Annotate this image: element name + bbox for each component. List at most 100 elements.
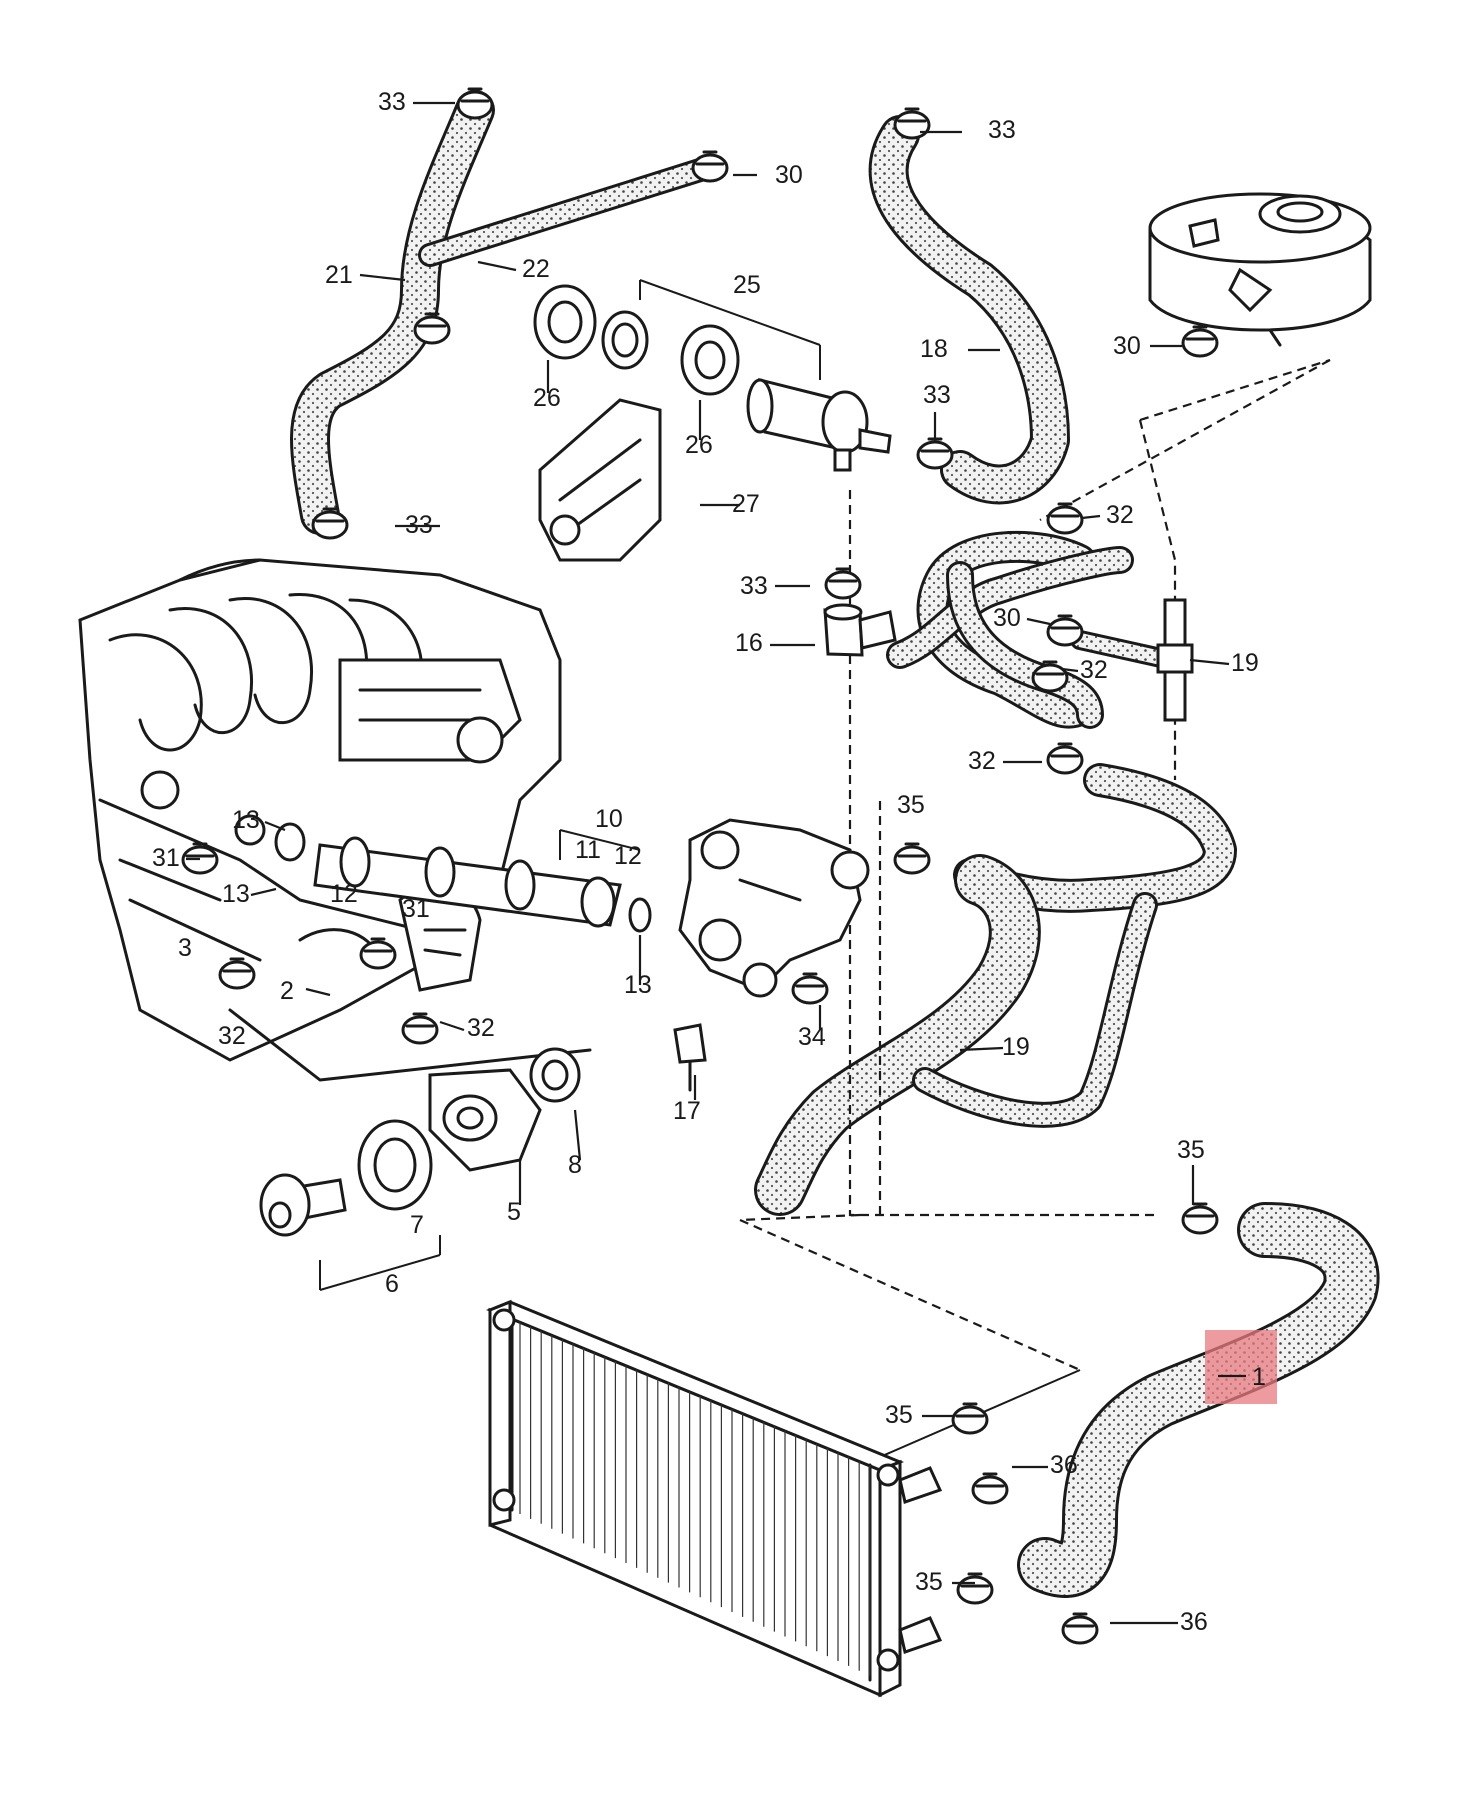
label-34: 34 bbox=[798, 1023, 826, 1051]
label-33-top-left: 33 bbox=[378, 88, 406, 116]
clamp-20 bbox=[956, 1572, 994, 1605]
label-19-lower: 19 bbox=[1002, 1033, 1030, 1061]
radiator bbox=[486, 1299, 943, 1698]
hose-30-branch bbox=[421, 161, 709, 264]
clamp-21 bbox=[1061, 1612, 1099, 1645]
clamp-10 bbox=[1046, 742, 1084, 775]
label-16: 16 bbox=[735, 629, 763, 657]
label-31-engine: 31 bbox=[402, 895, 430, 923]
label-25: 25 bbox=[733, 271, 761, 299]
label-32-mid: 32 bbox=[1080, 656, 1108, 684]
small-fittings bbox=[673, 603, 897, 1092]
clamp-14 bbox=[218, 957, 256, 990]
part-labels: 33 30 33 21 22 25 18 30 26 26 33 27 33 3… bbox=[152, 88, 1266, 1636]
leader-14 bbox=[1061, 667, 1079, 673]
clamp-4 bbox=[413, 312, 451, 345]
clamp-22 bbox=[1181, 325, 1219, 358]
clamp-3 bbox=[311, 507, 349, 540]
clamp-17 bbox=[1181, 1202, 1219, 1235]
t-connector bbox=[1156, 598, 1194, 722]
label-8: 8 bbox=[568, 1151, 582, 1179]
oil-cooler-parts bbox=[259, 1047, 581, 1237]
label-33-center: 33 bbox=[740, 572, 768, 600]
label-32-left: 32 bbox=[218, 1022, 246, 1050]
leader-4 bbox=[477, 260, 517, 272]
label-30-tank: 30 bbox=[1113, 332, 1141, 360]
clamp-7 bbox=[1046, 502, 1084, 535]
label-12-engine: 12 bbox=[330, 880, 358, 908]
leader-29 bbox=[573, 1109, 582, 1161]
hose-19 bbox=[757, 857, 1038, 1213]
label-19-right: 19 bbox=[1231, 649, 1259, 677]
hose-32-mid bbox=[949, 564, 1101, 726]
leader-16 bbox=[264, 820, 286, 832]
leader-21 bbox=[959, 1046, 1004, 1052]
thermostat-housing bbox=[678, 818, 870, 998]
label-22: 22 bbox=[522, 255, 550, 283]
label-32-engine: 32 bbox=[467, 1014, 495, 1042]
label-5: 5 bbox=[507, 1198, 521, 1226]
clamp-2 bbox=[893, 107, 931, 140]
leader-19 bbox=[305, 987, 331, 997]
label-30-top: 30 bbox=[775, 161, 803, 189]
aux-pump-assembly bbox=[533, 284, 892, 562]
label-33-left-lower: 33 bbox=[405, 511, 433, 539]
part-1-highlight bbox=[1205, 1330, 1277, 1404]
label-35-radiator: 35 bbox=[885, 1401, 913, 1429]
label-32-top: 32 bbox=[1106, 501, 1134, 529]
label-35-upper: 35 bbox=[897, 791, 925, 819]
label-35-lower: 35 bbox=[915, 1568, 943, 1596]
label-21: 21 bbox=[325, 261, 353, 289]
label-13-left: 13 bbox=[232, 806, 260, 834]
label-17: 17 bbox=[673, 1097, 701, 1125]
clamp-16 bbox=[791, 972, 829, 1005]
label-1: 1 bbox=[1252, 1363, 1266, 1391]
label-12-pipe: 12 bbox=[614, 842, 642, 870]
expansion-tank bbox=[1148, 192, 1372, 347]
label-7: 7 bbox=[410, 1211, 424, 1239]
leader-13 bbox=[1189, 658, 1230, 666]
label-30-mid: 30 bbox=[993, 604, 1021, 632]
leader-9 bbox=[1081, 514, 1101, 520]
leader-3 bbox=[359, 273, 406, 282]
leader-18 bbox=[250, 887, 277, 897]
label-10: 10 bbox=[595, 805, 623, 833]
label-26-right: 26 bbox=[685, 431, 713, 459]
label-13-pipe: 13 bbox=[624, 971, 652, 999]
clamp-11 bbox=[893, 842, 931, 875]
label-31-left: 31 bbox=[152, 844, 180, 872]
hose-21 bbox=[293, 93, 492, 532]
hose-30-mid bbox=[1073, 633, 1177, 667]
leader-12 bbox=[1026, 617, 1051, 626]
hose-19-thin bbox=[915, 895, 1155, 1125]
label-36-upper: 36 bbox=[1050, 1451, 1078, 1479]
coolant-pipe bbox=[274, 822, 652, 933]
label-27: 27 bbox=[732, 490, 760, 518]
engine-block bbox=[78, 558, 592, 1082]
label-11: 11 bbox=[575, 836, 601, 864]
clamp-1 bbox=[691, 150, 729, 183]
leader-20 bbox=[439, 1020, 465, 1032]
leader-lines bbox=[186, 101, 1246, 1625]
hose-18 bbox=[871, 118, 1067, 502]
clamp-19 bbox=[971, 1472, 1009, 1505]
label-6: 6 bbox=[385, 1270, 399, 1298]
radiator-fins bbox=[519, 1322, 871, 1676]
hose-16-branch bbox=[889, 549, 1131, 666]
label-26-left: 26 bbox=[533, 384, 561, 412]
clamp-0 bbox=[456, 87, 494, 120]
label-3: 3 bbox=[178, 934, 192, 962]
label-18: 18 bbox=[920, 335, 948, 363]
clamp-15 bbox=[401, 1012, 439, 1045]
label-33-mid: 33 bbox=[923, 381, 951, 409]
label-36-lower: 36 bbox=[1180, 1608, 1208, 1636]
clamp-18 bbox=[951, 1402, 989, 1435]
clamp-9 bbox=[1031, 660, 1069, 693]
label-33-top-right: 33 bbox=[988, 116, 1016, 144]
clamp-5 bbox=[916, 437, 954, 470]
assembly-lines bbox=[319, 279, 1331, 1471]
hose-clamps bbox=[181, 87, 1219, 1645]
clamp-6 bbox=[824, 567, 862, 600]
